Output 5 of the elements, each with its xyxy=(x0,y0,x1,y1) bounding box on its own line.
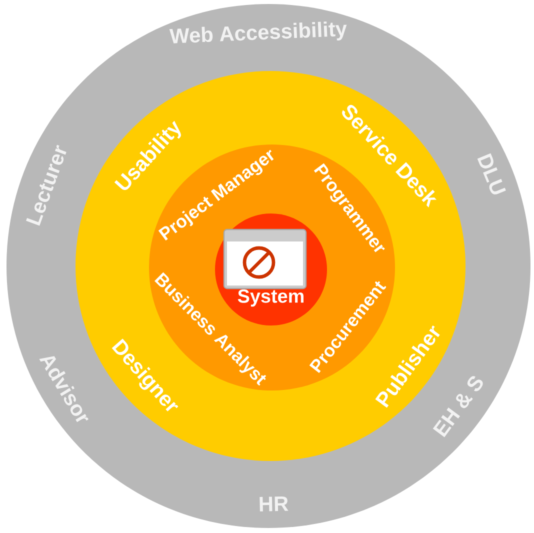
ring-label: HR xyxy=(260,496,288,512)
center-label: System xyxy=(238,289,304,307)
ring-label: DLU xyxy=(477,153,506,194)
ring-label: Web Accessibility xyxy=(169,21,347,44)
ring-label: EH & S xyxy=(432,376,483,438)
